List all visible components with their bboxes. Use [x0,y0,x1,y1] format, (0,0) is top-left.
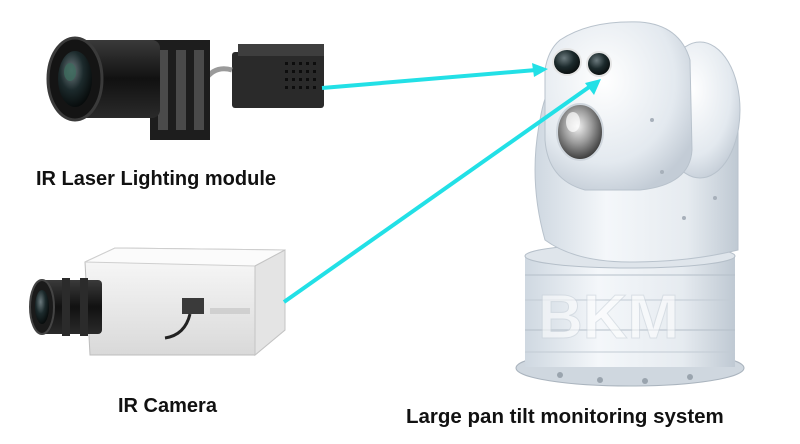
module-rear-box-top [238,44,324,56]
module-rear-box [232,52,324,108]
camera-cable [164,313,192,340]
ir-laser-lighting-module [46,36,324,140]
camera-lens-ring [62,278,70,336]
connector-line-laser [321,68,537,90]
module-bracket-slot [158,50,168,130]
ptz-bolt [642,378,648,384]
connector-line-camera [282,83,594,304]
caption-laser-module: IR Laser Lighting module [36,168,277,190]
ptz-bolt [687,374,693,380]
ptz-bolt [597,377,603,383]
connector-arrowhead-camera [585,79,601,95]
module-lens-glass [58,51,92,107]
ptz-screw [713,196,717,200]
ir-camera-device [29,247,286,357]
module-bracket-slot [194,50,204,130]
module-lens-reflection [64,63,76,81]
ptz-screw [682,216,686,220]
module-bracket-slot [176,50,186,130]
ptz-monitoring-system: BKM [515,21,745,387]
camera-connector [182,298,204,314]
camera-lens-glass [35,290,49,324]
caption-ptz-system: Large pan tilt monitoring system [406,405,724,428]
camera-lens-ring [80,278,88,336]
ptz-base-column [525,255,735,367]
camera-body-side [254,249,286,357]
ptz-laser-window [552,48,582,76]
ptz-main-lens [556,103,604,161]
caption-ir-camera: IR Camera [118,395,217,417]
ptz-bolt [557,372,563,378]
ptz-screw [660,170,664,174]
ptz-main-lens-highlight [566,112,580,132]
ptz-screw [650,118,654,122]
ptz-camera-head [544,21,693,191]
connector-arrowhead-laser [532,63,548,77]
watermark: BKM [538,283,679,352]
camera-label-plate [210,308,250,314]
module-vents [285,62,316,89]
ptz-small-lens [586,51,612,77]
